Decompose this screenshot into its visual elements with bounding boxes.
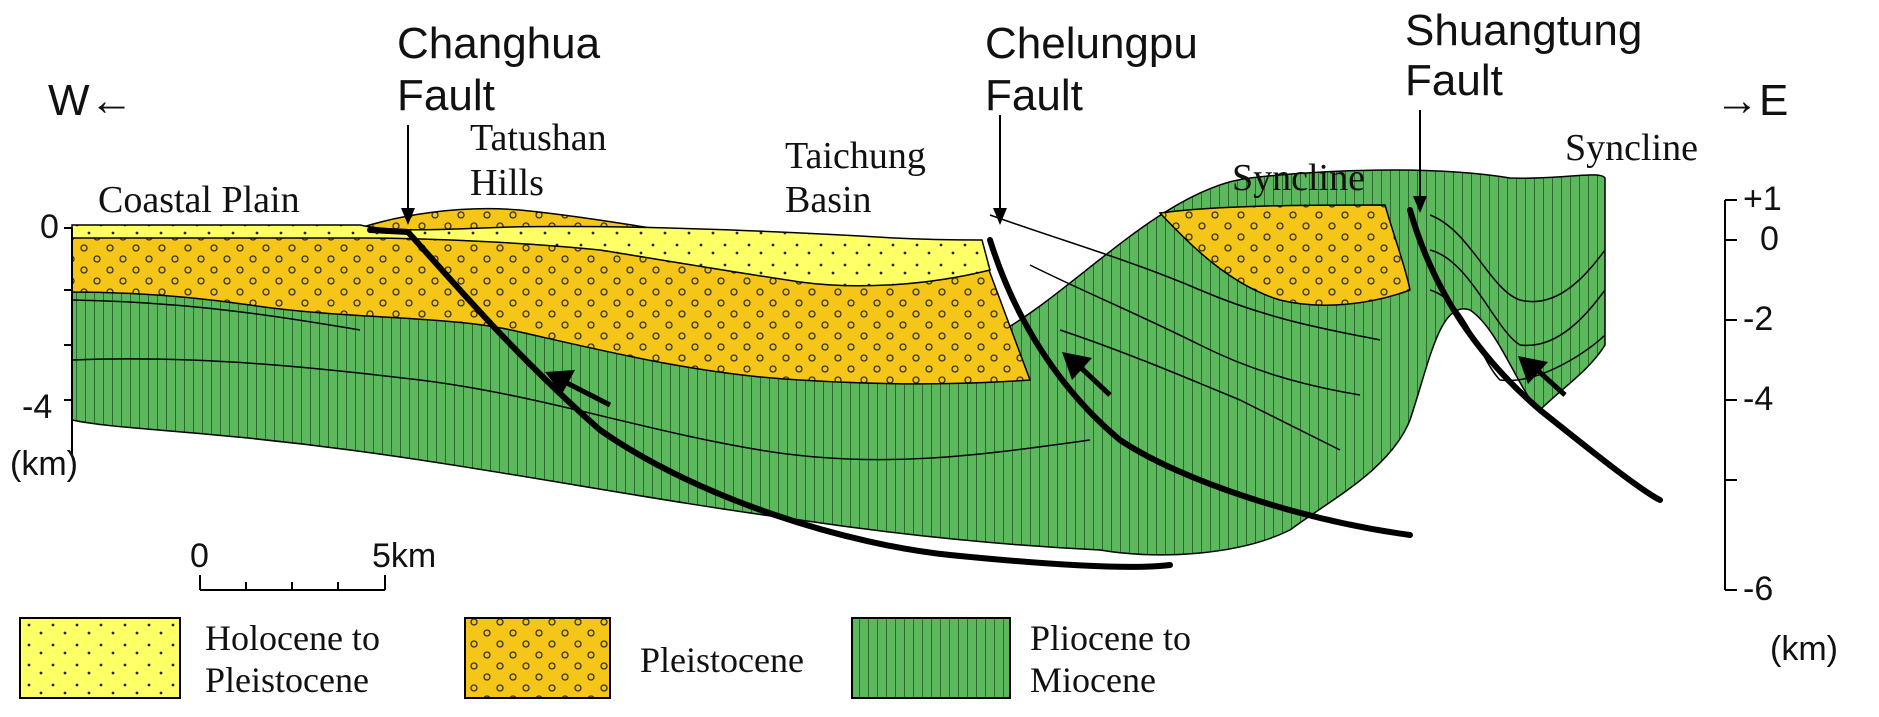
- left-axis-zero-label: 0: [40, 208, 59, 246]
- legend-label-pliocene-line2: Miocene: [1030, 660, 1156, 700]
- taichung-basin-label-line2: Basin: [785, 179, 872, 221]
- legend-label-pleistocene: Pleistocene: [640, 640, 804, 680]
- legend: Holocene to Pleistocene Pleistocene Plio…: [20, 618, 1191, 700]
- coastal-plain-label: Coastal Plain: [98, 179, 300, 221]
- tatushan-hills-label-line1: Tatushan: [470, 117, 607, 159]
- shuangtung-fault-label-line2: Fault: [1405, 56, 1503, 105]
- right-axis-tick-plus1: +1: [1743, 180, 1782, 218]
- tatushan-hills-label-line2: Hills: [470, 162, 544, 204]
- changhua-fault-label-line2: Fault: [397, 71, 495, 120]
- right-depth-axis: [1725, 200, 1737, 590]
- right-axis-tick-minus6: -6: [1743, 570, 1773, 608]
- scale-bar-start-label: 0: [190, 537, 209, 575]
- taichung-basin-label-line1: Taichung: [785, 135, 926, 177]
- syncline-label-west: Syncline: [1232, 157, 1365, 199]
- right-axis-tick-minus4: -4: [1743, 380, 1773, 418]
- legend-swatch-pleistocene: [465, 618, 610, 698]
- legend-swatch-pliocene: [852, 618, 1010, 698]
- left-axis-minus4-label: -4: [22, 388, 52, 426]
- shuangtung-fault-label-line1: Shuangtung: [1405, 6, 1642, 55]
- right-axis-unit-label: (km): [1770, 630, 1838, 668]
- left-depth-axis: [64, 228, 72, 455]
- right-axis-tick-minus2: -2: [1743, 300, 1773, 338]
- legend-label-holocene-line2: Pleistocene: [205, 660, 369, 700]
- legend-label-pliocene-line1: Pliocene to: [1030, 618, 1191, 658]
- east-direction-label: →E: [1715, 76, 1788, 125]
- syncline-label-east: Syncline: [1565, 127, 1698, 169]
- legend-swatch-holocene: [20, 618, 180, 698]
- scale-bar: [200, 575, 385, 590]
- west-direction-label: W←: [48, 76, 134, 125]
- changhua-fault-label-line1: Changhua: [397, 19, 601, 68]
- chelungpu-fault-label-line1: Chelungpu: [985, 19, 1198, 68]
- scale-bar-end-label: 5km: [372, 537, 436, 575]
- chelungpu-fault-label-line2: Fault: [985, 71, 1083, 120]
- right-axis-tick-0: 0: [1760, 220, 1779, 258]
- left-axis-unit-label: (km): [10, 445, 78, 483]
- legend-label-holocene-line1: Holocene to: [205, 618, 380, 658]
